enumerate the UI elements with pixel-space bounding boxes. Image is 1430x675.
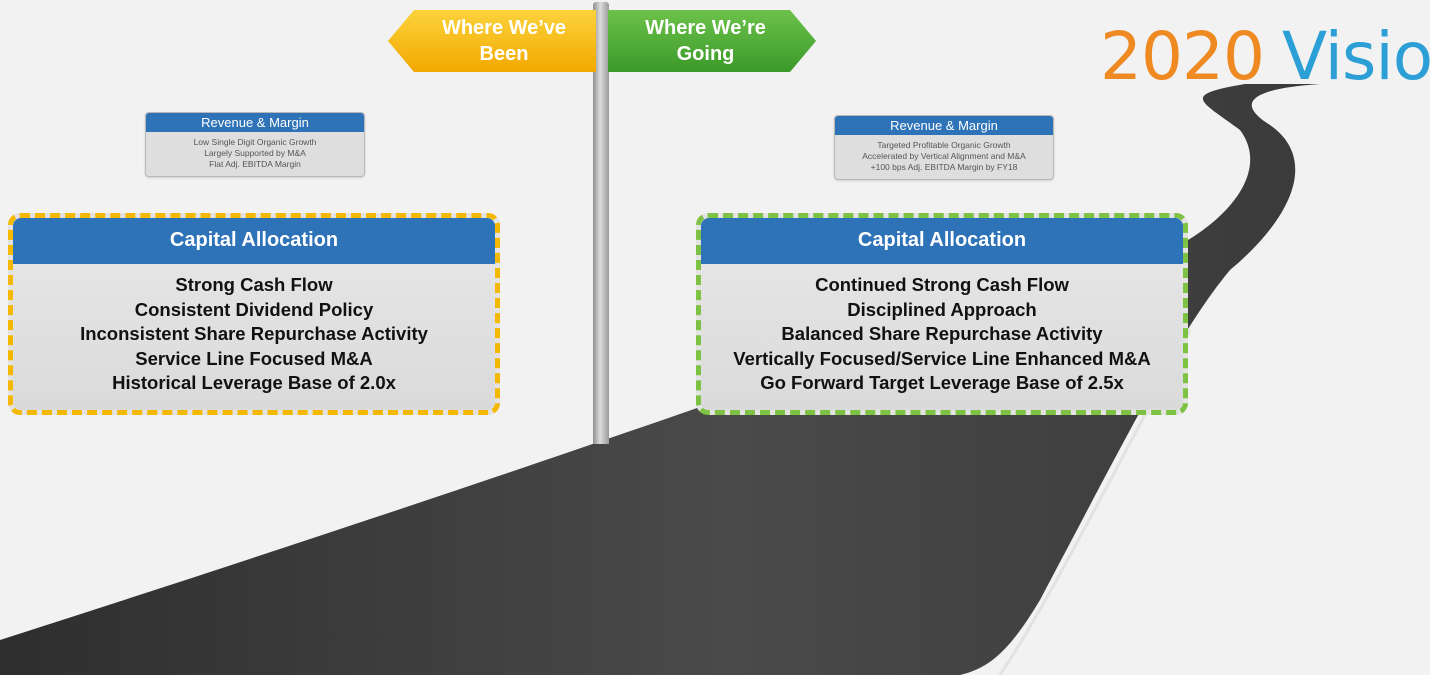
future-revenue-line: Targeted Profitable Organic Growth bbox=[877, 140, 1011, 150]
past-capital-item: Strong Cash Flow bbox=[175, 274, 333, 295]
past-capital-allocation-box: Capital Allocation Strong Cash Flow Cons… bbox=[8, 213, 500, 415]
past-capital-item: Inconsistent Share Repurchase Activity bbox=[80, 323, 428, 344]
past-revenue-box: Revenue & Margin Low Single Digit Organi… bbox=[145, 112, 365, 177]
title-word: Vision bbox=[1281, 18, 1430, 95]
right-sign-line1: Where We’re bbox=[645, 17, 766, 39]
page-title: 2020Vision bbox=[1100, 16, 1430, 98]
left-sign-line1: Where We’ve bbox=[441, 17, 567, 39]
future-revenue-line: Accelerated by Vertical Alignment and M&… bbox=[862, 151, 1026, 161]
future-capital-item: Disciplined Approach bbox=[847, 298, 1037, 320]
past-revenue-line: Flat Adj. EBITDA Margin bbox=[209, 159, 301, 169]
signpost-pole bbox=[593, 2, 609, 444]
past-capital-heading: Capital Allocation bbox=[13, 218, 495, 264]
future-revenue-heading: Revenue & Margin bbox=[835, 116, 1053, 135]
right-sign-line2: Going bbox=[676, 43, 735, 65]
left-sign-line2: Been bbox=[479, 43, 529, 65]
past-revenue-line: Low Single Digit Organic Growth bbox=[193, 137, 317, 147]
future-capital-item: Balanced Share Repurchase Activity bbox=[781, 323, 1103, 344]
past-capital-item: Historical Leverage Base of 2.0x bbox=[112, 372, 396, 393]
past-revenue-heading: Revenue & Margin bbox=[146, 113, 364, 132]
future-capital-allocation-box: Capital Allocation Continued Strong Cash… bbox=[696, 213, 1188, 415]
sign-where-were-going: Where We’re Going bbox=[608, 10, 816, 72]
past-capital-item: Service Line Focused M&A bbox=[135, 347, 373, 369]
future-revenue-line: +100 bps Adj. EBITDA Margin by FY18 bbox=[870, 162, 1018, 172]
past-revenue-line: Largely Supported by M&A bbox=[204, 148, 306, 158]
future-capital-heading: Capital Allocation bbox=[701, 218, 1183, 264]
title-year: 2020 bbox=[1100, 18, 1265, 95]
road-shape bbox=[0, 84, 1320, 675]
future-capital-item: Vertically Focused/Service Line Enhanced… bbox=[733, 347, 1151, 369]
past-capital-item: Consistent Dividend Policy bbox=[134, 298, 374, 320]
future-capital-item: Go Forward Target Leverage Base of 2.5x bbox=[760, 372, 1124, 393]
sign-where-weve-been: Where We’ve Been bbox=[388, 10, 596, 72]
right-arrow-sign-icon bbox=[608, 10, 816, 72]
future-capital-item: Continued Strong Cash Flow bbox=[815, 274, 1069, 295]
future-revenue-box: Revenue & Margin Targeted Profitable Org… bbox=[834, 115, 1054, 180]
left-arrow-sign-icon bbox=[388, 10, 596, 72]
